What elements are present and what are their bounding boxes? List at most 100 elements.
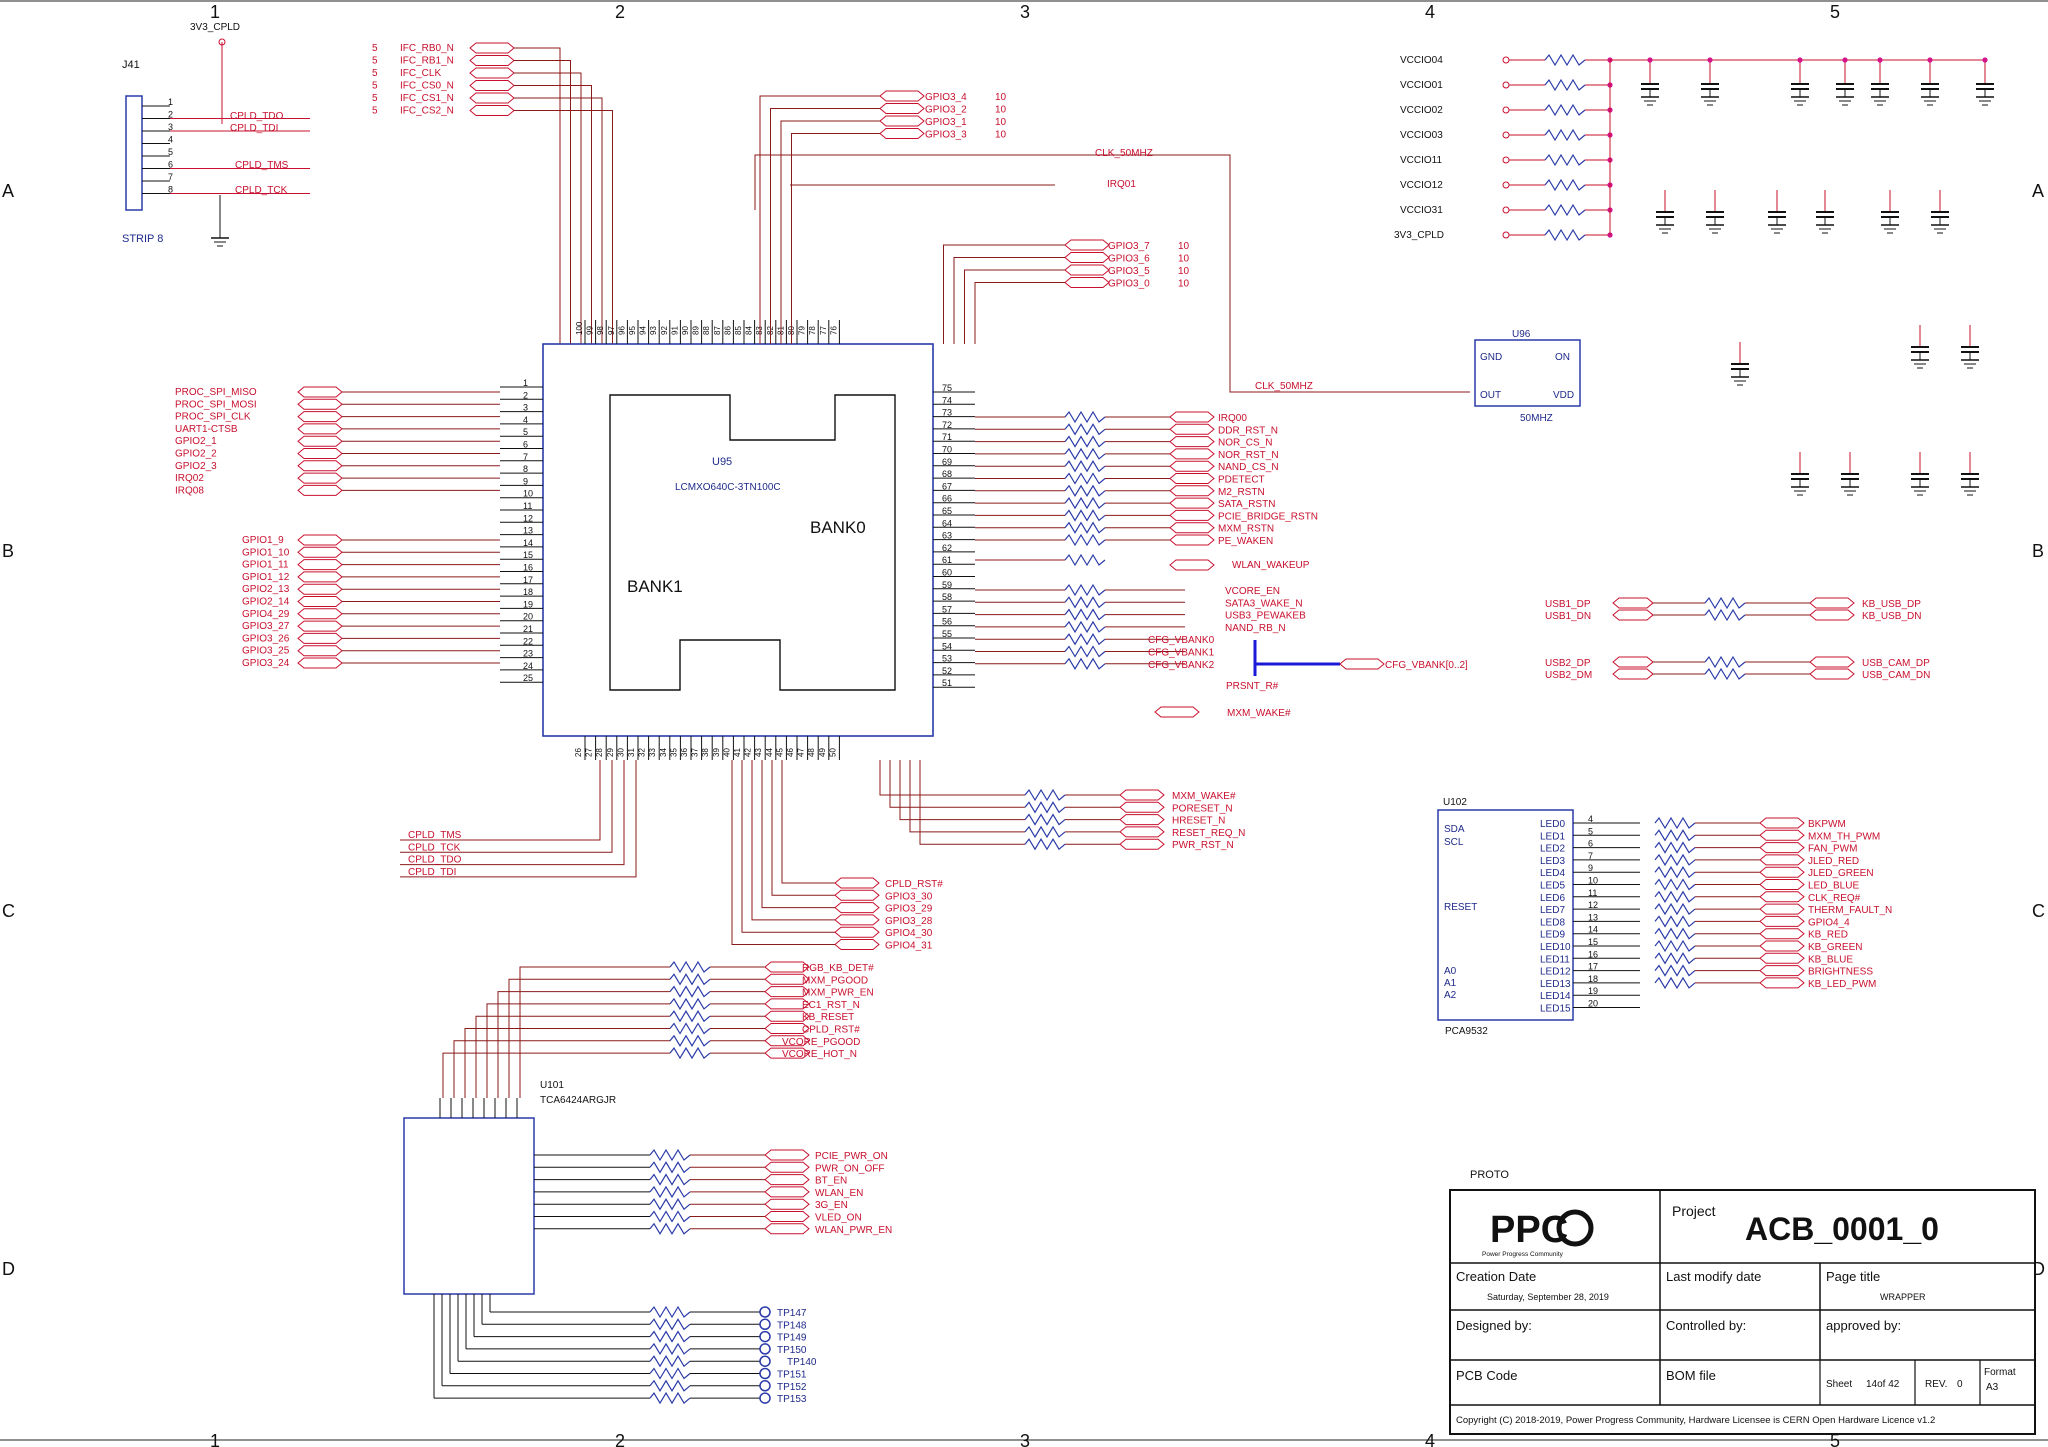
left-bank2-label: GPIO2_14: [242, 597, 290, 608]
jtag-wire: [400, 760, 601, 841]
u102-pin-number: 18: [1588, 974, 1598, 984]
left-bank-label: UART1-CTSB: [175, 424, 238, 435]
u102-left-pin: SDA: [1444, 824, 1465, 835]
offpage-connector: [1759, 817, 1805, 829]
u95-top-pin-number: 79: [798, 326, 807, 335]
left-bank2-label: GPIO1_12: [242, 572, 290, 583]
u95-right-pin-number: 75: [942, 383, 952, 393]
u95-left-pin-number: 21: [523, 624, 533, 634]
offpage-connector: [297, 448, 343, 459]
u95-bottom-pin-number: 41: [733, 748, 742, 757]
u95-left-pin-number: 20: [523, 612, 533, 622]
decoupling-caps: [1641, 57, 1994, 496]
row-label-left: C: [2, 901, 15, 921]
offpage-connector: [834, 914, 880, 926]
u102-value: PCA9532: [1445, 1026, 1488, 1037]
u95-bottom-pin-number: 33: [648, 748, 657, 757]
offpage-connector: [297, 411, 343, 423]
right-bank-label: PE_WAKEN: [1218, 536, 1273, 547]
offpage-connector: [297, 608, 343, 620]
u102-right-label: JLED_RED: [1808, 856, 1859, 867]
resistor-symbol: [1654, 927, 1696, 940]
resistor-symbol: [1704, 596, 1746, 610]
u101-left-wire: [508, 978, 670, 1098]
u95-bottom-pin-number: 48: [807, 748, 816, 757]
u95-left-pin-number: 25: [523, 673, 533, 683]
u95-left-pin-number: 24: [523, 661, 533, 671]
resistor-symbol: [1024, 788, 1066, 802]
resistor-symbol: [649, 1222, 691, 1235]
ifc-net-label: IFC_CS0_N: [400, 81, 454, 92]
resistor-symbol: [669, 985, 711, 998]
u95-bottom-pin-number: 45: [775, 748, 784, 757]
resistor-symbol: [1704, 608, 1746, 622]
offpage-connector: [1809, 656, 1855, 668]
resistor-symbol: [1064, 423, 1106, 436]
offpage-connector: [764, 1198, 810, 1210]
resistor-symbol: [669, 1046, 711, 1060]
testpoint-label: TP148: [777, 1320, 807, 1331]
u95-right-pin-number: 52: [942, 666, 952, 676]
resistor-symbol: [1654, 890, 1696, 903]
u102-right-label: KB_RED: [1808, 930, 1848, 941]
resistor-symbol: [649, 1198, 691, 1211]
resistor-symbol: [649, 1342, 691, 1356]
offpage-connector: [1169, 411, 1215, 423]
right-bank-label: PDETECT: [1218, 475, 1265, 486]
gpio-right-label: GPIO3_0: [1108, 279, 1150, 290]
resistor-symbol: [1064, 496, 1106, 510]
bottom-gpio-label: GPIO3_30: [885, 891, 933, 902]
u95-bottom-pin-number: 47: [797, 748, 806, 757]
u102-led-pin: LED3: [1540, 856, 1565, 867]
u101-left-wire: [442, 1052, 670, 1098]
u95-bottom-pin-number: 36: [680, 748, 689, 757]
u101-left-wire: [475, 1015, 670, 1098]
offpage-connector: [764, 1223, 810, 1235]
testpoint-label: TP151: [777, 1370, 807, 1381]
u102-led-pin: LED0: [1540, 819, 1565, 830]
ifc-wire: [514, 60, 571, 344]
u95-left-pin-number: 13: [523, 526, 533, 536]
u102-pin-number: 14: [1588, 925, 1598, 935]
testpoint-circle: [759, 1343, 771, 1355]
resistor-symbol: [649, 1391, 691, 1405]
u95-right-pin-number: 65: [942, 506, 952, 516]
right-bank-label: NOR_RST_N: [1218, 450, 1279, 461]
offpage-connector: [1759, 842, 1805, 854]
u102-pin-number: 7: [1588, 851, 1593, 861]
u101-right-label: BT_EN: [815, 1176, 847, 1187]
j41-ref: J41: [122, 59, 140, 71]
resistor-symbol: [1064, 633, 1106, 646]
u102-led-pin: LED7: [1540, 905, 1565, 916]
resistor-symbol: [1064, 410, 1106, 424]
u95-top-pin-number: 95: [628, 326, 637, 335]
u95-top-pin-number: 89: [692, 326, 701, 335]
gpio-right-label: GPIO3_5: [1108, 266, 1150, 277]
offpage-connector: [764, 973, 810, 985]
u95-top-pin-number: 90: [681, 326, 690, 335]
offpage-connector: [834, 926, 880, 938]
j41-pin-number: 2: [168, 110, 173, 120]
right-bank2-label: CFG_VBANK1: [1148, 648, 1215, 659]
u102-led-pin: LED5: [1540, 881, 1565, 892]
offpage-connector: [297, 484, 343, 496]
testpoint-circle: [759, 1355, 771, 1367]
gpio-top-wire: [780, 120, 880, 344]
resistor-symbol: [649, 1305, 691, 1319]
u95-left-pin-number: 1: [523, 378, 528, 388]
u102-left-pin: A0: [1444, 966, 1457, 977]
usb-left-label: USB2_DM: [1545, 670, 1592, 681]
offpage-connector: [1809, 609, 1855, 621]
power-rail-label: VCCIO04: [1400, 55, 1443, 66]
bottom-gpio-wire: [771, 760, 835, 896]
u102-led-pin: LED10: [1540, 942, 1571, 953]
offpage-connector: [1759, 891, 1805, 903]
j41-net-tms: CPLD_TMS: [235, 160, 289, 171]
offpage-connector: [469, 42, 515, 54]
resistor-symbol: [1704, 655, 1746, 669]
clk-label-mid: CLK_50MHZ: [1255, 381, 1313, 392]
project-name: ACB_0001_0: [1745, 1211, 1939, 1247]
gpio-sheet-ref: 10: [995, 105, 1007, 116]
offpage-connector: [297, 645, 343, 657]
